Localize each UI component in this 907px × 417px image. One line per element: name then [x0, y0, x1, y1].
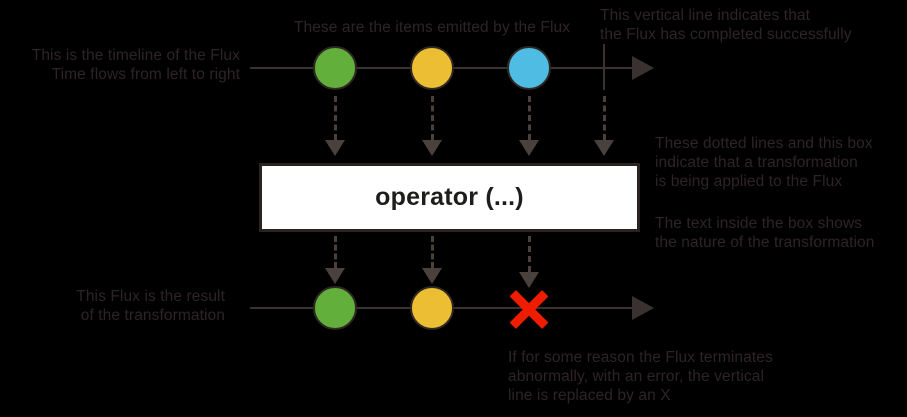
dash-line-source-1: [334, 96, 337, 140]
operator-box[interactable]: operator (...): [259, 163, 640, 232]
annotation-box-text-meaning: The text inside the box shows the nature…: [655, 215, 875, 251]
annotation-timeline-left: This is the timeline of the Flux Time fl…: [31, 47, 240, 83]
operator-label: operator (...): [375, 183, 524, 211]
dash-arrow-result-1: [325, 268, 345, 284]
source-timeline-arrowhead: [632, 56, 654, 80]
source-marble-yellow[interactable]: [410, 46, 454, 90]
annotation-dotted-lines-box: These dotted lines and this box indicate…: [655, 135, 873, 190]
dash-line-source-2: [431, 96, 434, 140]
annotation-result-flux: This Flux is the result of the transform…: [76, 288, 225, 324]
dash-line-source-3: [528, 96, 531, 140]
dash-arrow-result-2: [422, 268, 442, 284]
dash-arrow-source-3: [519, 140, 539, 156]
dash-line-result-2: [431, 236, 434, 268]
dash-line-source-4: [603, 96, 606, 140]
source-marble-green[interactable]: [313, 46, 357, 90]
dash-arrow-source-2: [422, 140, 442, 156]
dash-line-result-3: [528, 236, 531, 272]
completion-line-marker: [603, 44, 605, 90]
annotation-completion-line: This vertical line indicates that the Fl…: [600, 7, 852, 43]
result-marble-green[interactable]: [313, 286, 357, 330]
dash-line-result-1: [334, 236, 337, 268]
annotation-error-x: If for some reason the Flux terminates a…: [508, 349, 773, 404]
annotation-items-emitted: These are the items emitted by the Flux: [293, 19, 571, 36]
dash-arrow-result-3: [519, 272, 539, 288]
dash-arrow-source-1: [325, 140, 345, 156]
error-x-icon[interactable]: [506, 286, 552, 332]
dash-arrow-source-4: [594, 140, 614, 156]
result-marble-yellow[interactable]: [410, 286, 454, 330]
result-timeline-arrowhead: [632, 296, 654, 320]
source-marble-blue[interactable]: [507, 46, 551, 90]
